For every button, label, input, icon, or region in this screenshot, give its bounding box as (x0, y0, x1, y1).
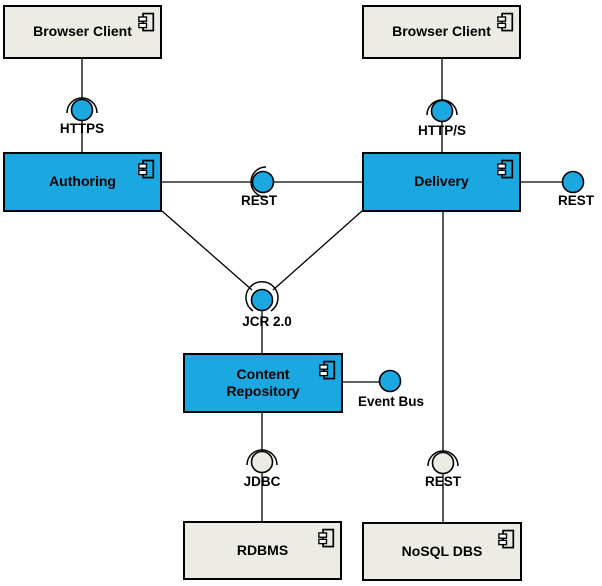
rest-bottom-interface-ball (431, 451, 455, 475)
node-label: Authoring (49, 173, 116, 190)
component-icon (318, 528, 335, 549)
rest-right-interface-ball (561, 170, 585, 194)
node-browser-client-left: Browser Client (3, 5, 162, 59)
rest-mid-socket-arc (250, 166, 267, 198)
event-bus-interface-ball (378, 369, 402, 393)
node-label: RDBMS (236, 541, 289, 558)
node-label: Browser Client (392, 23, 491, 40)
component-icon (319, 360, 336, 381)
node-authoring: Authoring (3, 152, 162, 212)
jcr-interface-ball (250, 288, 274, 312)
rest-mid-interface-ball (251, 170, 275, 194)
component-icon (138, 159, 155, 180)
https-socket-arc (66, 97, 98, 114)
node-nosql-dbs: NoSQL DBS (362, 522, 522, 581)
edge-delivery-jcr (272, 210, 363, 291)
component-icon (497, 159, 514, 180)
node-label: Browser Client (33, 23, 132, 40)
component-icon (138, 12, 155, 33)
edge-authoring-jcr (161, 210, 253, 291)
label-rest-right: REST (557, 193, 595, 208)
component-icon (498, 529, 515, 550)
https-interface-ball (70, 98, 94, 122)
rest-bottom-socket-arc (427, 450, 459, 467)
component-icon (497, 12, 514, 33)
jdbc-interface-ball (250, 450, 274, 474)
node-label: Content Repository (226, 365, 300, 400)
label-rest-mid: REST (240, 193, 278, 208)
node-delivery: Delivery (362, 152, 521, 212)
node-browser-client-right: Browser Client (362, 5, 521, 59)
node-content-repository: Content Repository (183, 353, 343, 413)
jcr-socket-arc (245, 281, 279, 312)
label-jcr: JCR 2.0 (242, 314, 292, 329)
label-rest-bottom: REST (424, 474, 462, 489)
node-label: NoSQL DBS (401, 542, 483, 559)
jdbc-socket-arc (246, 449, 278, 466)
http-s-interface-ball (430, 99, 454, 123)
label-http-s: HTTP/S (417, 123, 467, 138)
label-https: HTTPS (59, 121, 105, 136)
label-jdbc: JDBC (243, 474, 281, 489)
node-label: Delivery (414, 173, 469, 190)
node-rdbms: RDBMS (183, 521, 342, 580)
label-event-bus: Event Bus (357, 394, 425, 409)
